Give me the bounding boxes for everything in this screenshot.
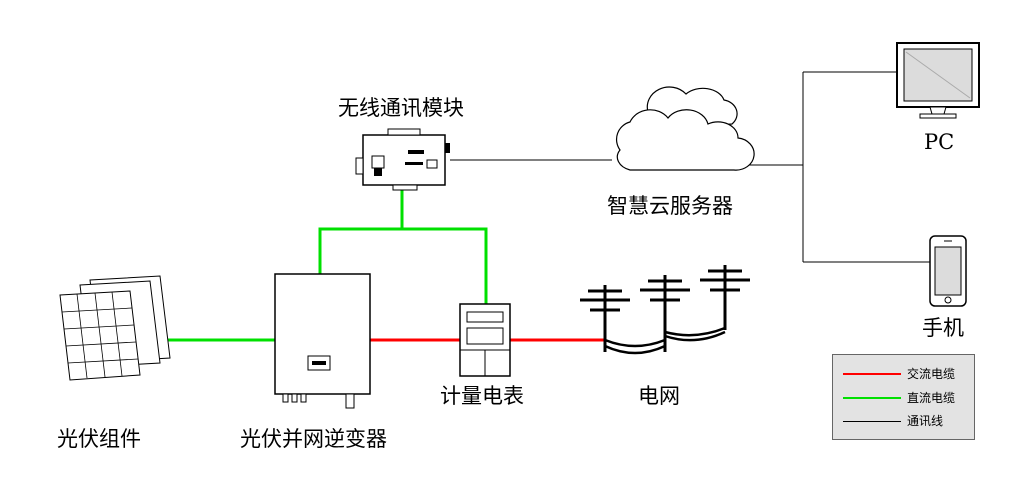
wireless-module-icon [355,128,450,191]
label-pc: PC [924,130,955,154]
phone-icon [929,235,967,307]
pv-panels-icon [59,275,171,381]
cloud-icon [615,86,755,171]
label-meter: 计量电表 [440,384,524,408]
dc-cables [158,187,488,342]
legend-swatch-comm [843,420,901,422]
legend-swatch-dc [843,397,901,399]
legend-item-comm-line: 通讯线 [843,413,943,429]
comm-lines [450,71,930,263]
power-grid-icon [580,265,750,355]
legend-label-dc: 直流电缆 [907,391,956,405]
inverter-icon [274,273,371,409]
label-wireless-module: 无线通讯模块 [338,96,464,120]
label-grid: 电网 [638,384,680,408]
legend-item-ac-cable: 交流电缆 [843,366,955,382]
pc-monitor-icon [896,42,980,119]
meter-icon [459,303,511,377]
label-inverter: 光伏并网逆变器 [240,427,387,451]
legend-label-ac: 交流电缆 [907,367,956,381]
legend-item-dc-cable: 直流电缆 [843,390,955,406]
label-pv-modules: 光伏组件 [57,427,141,451]
label-phone: 手机 [922,316,964,340]
legend: 交流电缆 直流电缆 通讯线 [832,354,975,440]
legend-label-comm: 通讯线 [907,414,944,428]
legend-swatch-ac [843,373,901,375]
label-cloud-server: 智慧云服务器 [607,194,733,218]
